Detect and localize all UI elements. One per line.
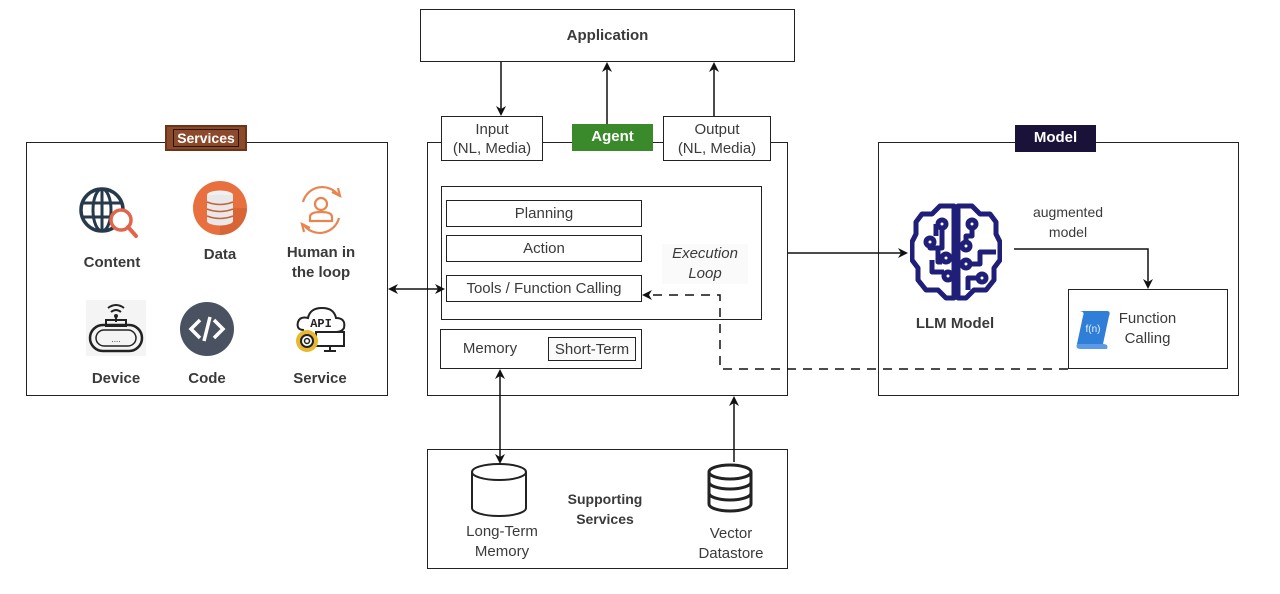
device-label: Device bbox=[91, 370, 141, 387]
action-step: Action bbox=[446, 235, 642, 262]
long-term-memory-label: Long-Term Memory bbox=[466, 523, 538, 560]
augmented-model-label: augmented model bbox=[1032, 204, 1104, 240]
code-icon bbox=[180, 302, 234, 356]
human-in-loop-item: Human in the loop bbox=[276, 182, 366, 283]
data-label: Data bbox=[203, 246, 237, 263]
function-scroll-icon: f(n) bbox=[1076, 311, 1110, 349]
tools-function-calling-step: Tools / Function Calling bbox=[446, 275, 642, 302]
supporting-services-title: Supporting Services bbox=[567, 491, 643, 527]
code-item: Code bbox=[167, 302, 247, 389]
vector-datastore-icon bbox=[707, 463, 753, 513]
vector-datastore-label: Vector Datastore bbox=[698, 525, 764, 562]
execution-loop-label: Execution Loop bbox=[662, 244, 748, 284]
input-sublabel: (NL, Media) bbox=[452, 139, 532, 157]
memory-label: Memory bbox=[462, 340, 518, 357]
llm-model-label: LLM Model bbox=[915, 315, 995, 332]
output-box: Output (NL, Media) bbox=[663, 116, 771, 161]
input-label: Input bbox=[475, 120, 509, 138]
planning-step: Planning bbox=[446, 200, 642, 227]
content-item: Content bbox=[72, 186, 152, 273]
svg-text:....: .... bbox=[112, 335, 121, 344]
database-icon bbox=[193, 181, 247, 235]
code-label: Code bbox=[188, 370, 226, 387]
long-term-memory-cylinder-icon bbox=[471, 463, 527, 517]
service-label: Service bbox=[293, 370, 347, 387]
svg-text:f(n): f(n) bbox=[1086, 324, 1101, 335]
application-label: Application bbox=[566, 27, 649, 44]
globe-search-icon bbox=[79, 187, 138, 238]
llm-brain-icon bbox=[910, 203, 1002, 301]
human-in-loop-label-1: Human in bbox=[286, 244, 356, 261]
human-in-loop-label-2: the loop bbox=[291, 264, 351, 281]
output-sublabel: (NL, Media) bbox=[677, 139, 757, 157]
api-service-icon: API bbox=[296, 306, 346, 352]
model-tag: Model bbox=[1015, 125, 1096, 152]
service-item: API Service bbox=[280, 300, 360, 389]
svg-text:API: API bbox=[310, 317, 332, 331]
device-item: .... Device bbox=[76, 300, 156, 389]
function-calling-label: Function Calling bbox=[1118, 310, 1177, 347]
input-box: Input (NL, Media) bbox=[441, 116, 543, 161]
services-tag: Services bbox=[165, 125, 247, 151]
output-label: Output bbox=[694, 120, 740, 138]
content-label: Content bbox=[83, 254, 141, 271]
data-item: Data bbox=[180, 180, 260, 265]
human-loop-icon bbox=[300, 186, 342, 234]
short-term-memory: Short-Term bbox=[548, 337, 636, 361]
application-box: Application bbox=[420, 9, 795, 62]
router-device-icon: .... bbox=[86, 300, 146, 356]
agent-tag: Agent bbox=[572, 124, 653, 151]
